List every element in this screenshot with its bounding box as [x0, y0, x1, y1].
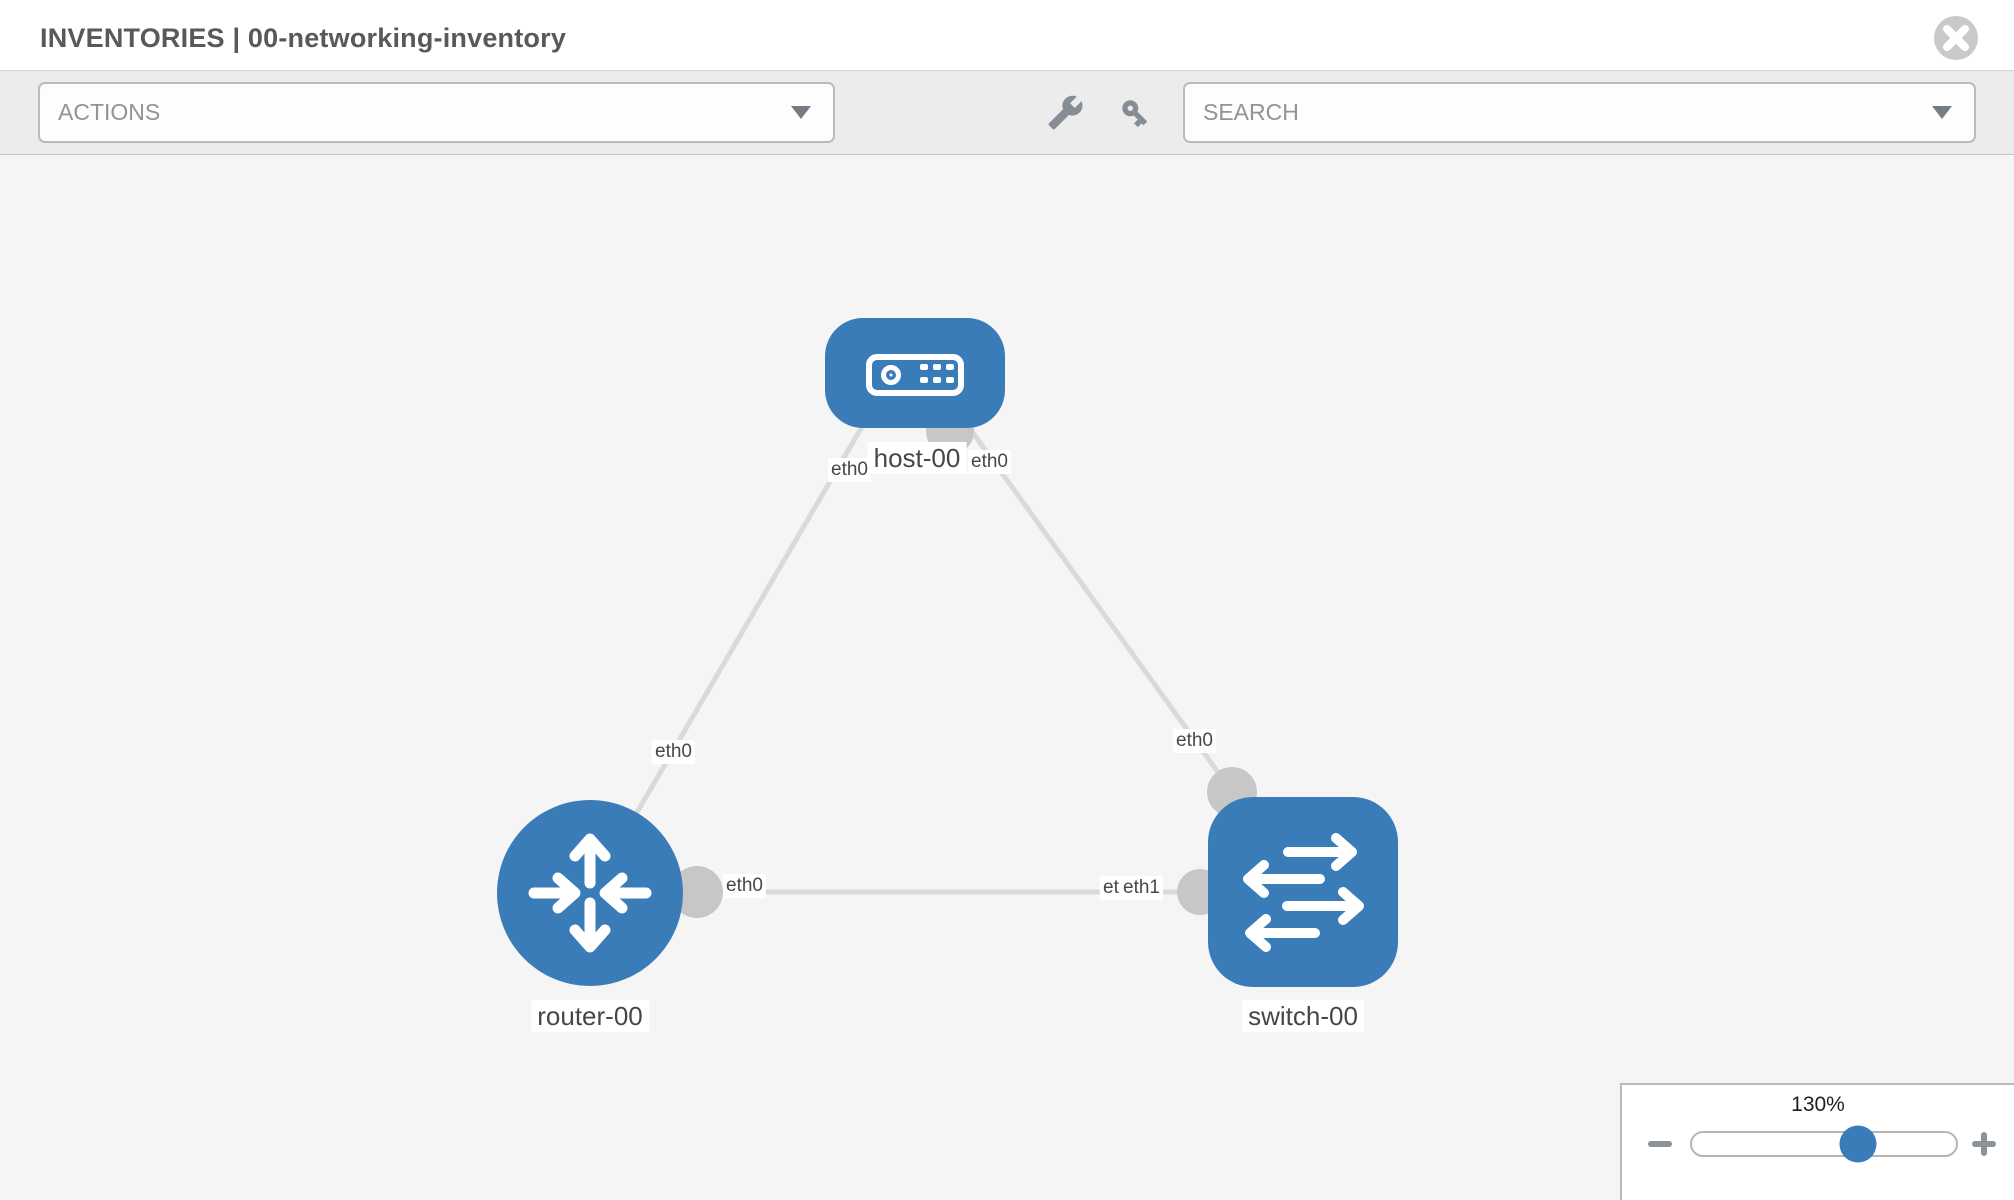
zoom-in-button[interactable]: [1962, 1122, 2006, 1166]
toolbar: ACTIONS SEARCH: [0, 70, 2014, 155]
key-icon: [1122, 99, 1148, 127]
chevron-down-icon: [1932, 106, 1952, 119]
search-dropdown[interactable]: SEARCH: [1183, 82, 1976, 143]
chevron-down-icon: [791, 106, 811, 119]
zoom-out-button[interactable]: [1638, 1122, 1682, 1166]
switch-icon: [1243, 833, 1364, 952]
minus-icon: [1648, 1141, 1672, 1147]
interface-label: eth0: [828, 458, 871, 482]
close-button[interactable]: [1932, 14, 1980, 62]
links-layer: [587, 411, 1303, 895]
node-label-router-00: router-00: [531, 1000, 649, 1032]
host-icon: [866, 354, 964, 396]
interface-label: eth0: [723, 874, 766, 898]
router-icon: [528, 833, 652, 953]
interface-label: eth0: [1173, 729, 1216, 753]
wrench-icon: [1048, 95, 1083, 130]
node-switch-00[interactable]: [1208, 797, 1398, 987]
close-icon: [1934, 16, 1978, 60]
topology-canvas[interactable]: eth0 eth0 eth0 eth0 eth0 eth0 eth1 host-…: [0, 155, 2014, 1200]
page-title: INVENTORIES | 00-networking-inventory: [40, 23, 567, 53]
configure-button[interactable]: [1043, 91, 1087, 135]
zoom-panel: 130%: [1620, 1083, 2014, 1200]
interface-label: eth0: [652, 740, 695, 764]
plus-icon: [1972, 1132, 1996, 1156]
node-host-00[interactable]: [825, 318, 1005, 428]
node-label-switch-00: switch-00: [1242, 1000, 1364, 1032]
interface-dot-router: [671, 866, 723, 918]
actions-dropdown[interactable]: ACTIONS: [38, 82, 835, 143]
interface-dots-layer: [671, 407, 1257, 918]
actions-dropdown-label: ACTIONS: [58, 99, 161, 125]
key-button[interactable]: [1113, 91, 1157, 135]
node-router-00[interactable]: [497, 800, 683, 986]
node-label-host-00: host-00: [867, 442, 967, 474]
header: INVENTORIES | 00-networking-inventory: [0, 0, 2014, 70]
zoom-slider-handle[interactable]: [1839, 1125, 1877, 1163]
search-placeholder: SEARCH: [1203, 99, 1299, 125]
zoom-level: 130%: [1791, 1093, 1845, 1116]
interface-label: eth0: [968, 450, 1011, 474]
interface-label: eth1: [1120, 876, 1163, 900]
zoom-slider-track[interactable]: [1690, 1125, 1958, 1163]
